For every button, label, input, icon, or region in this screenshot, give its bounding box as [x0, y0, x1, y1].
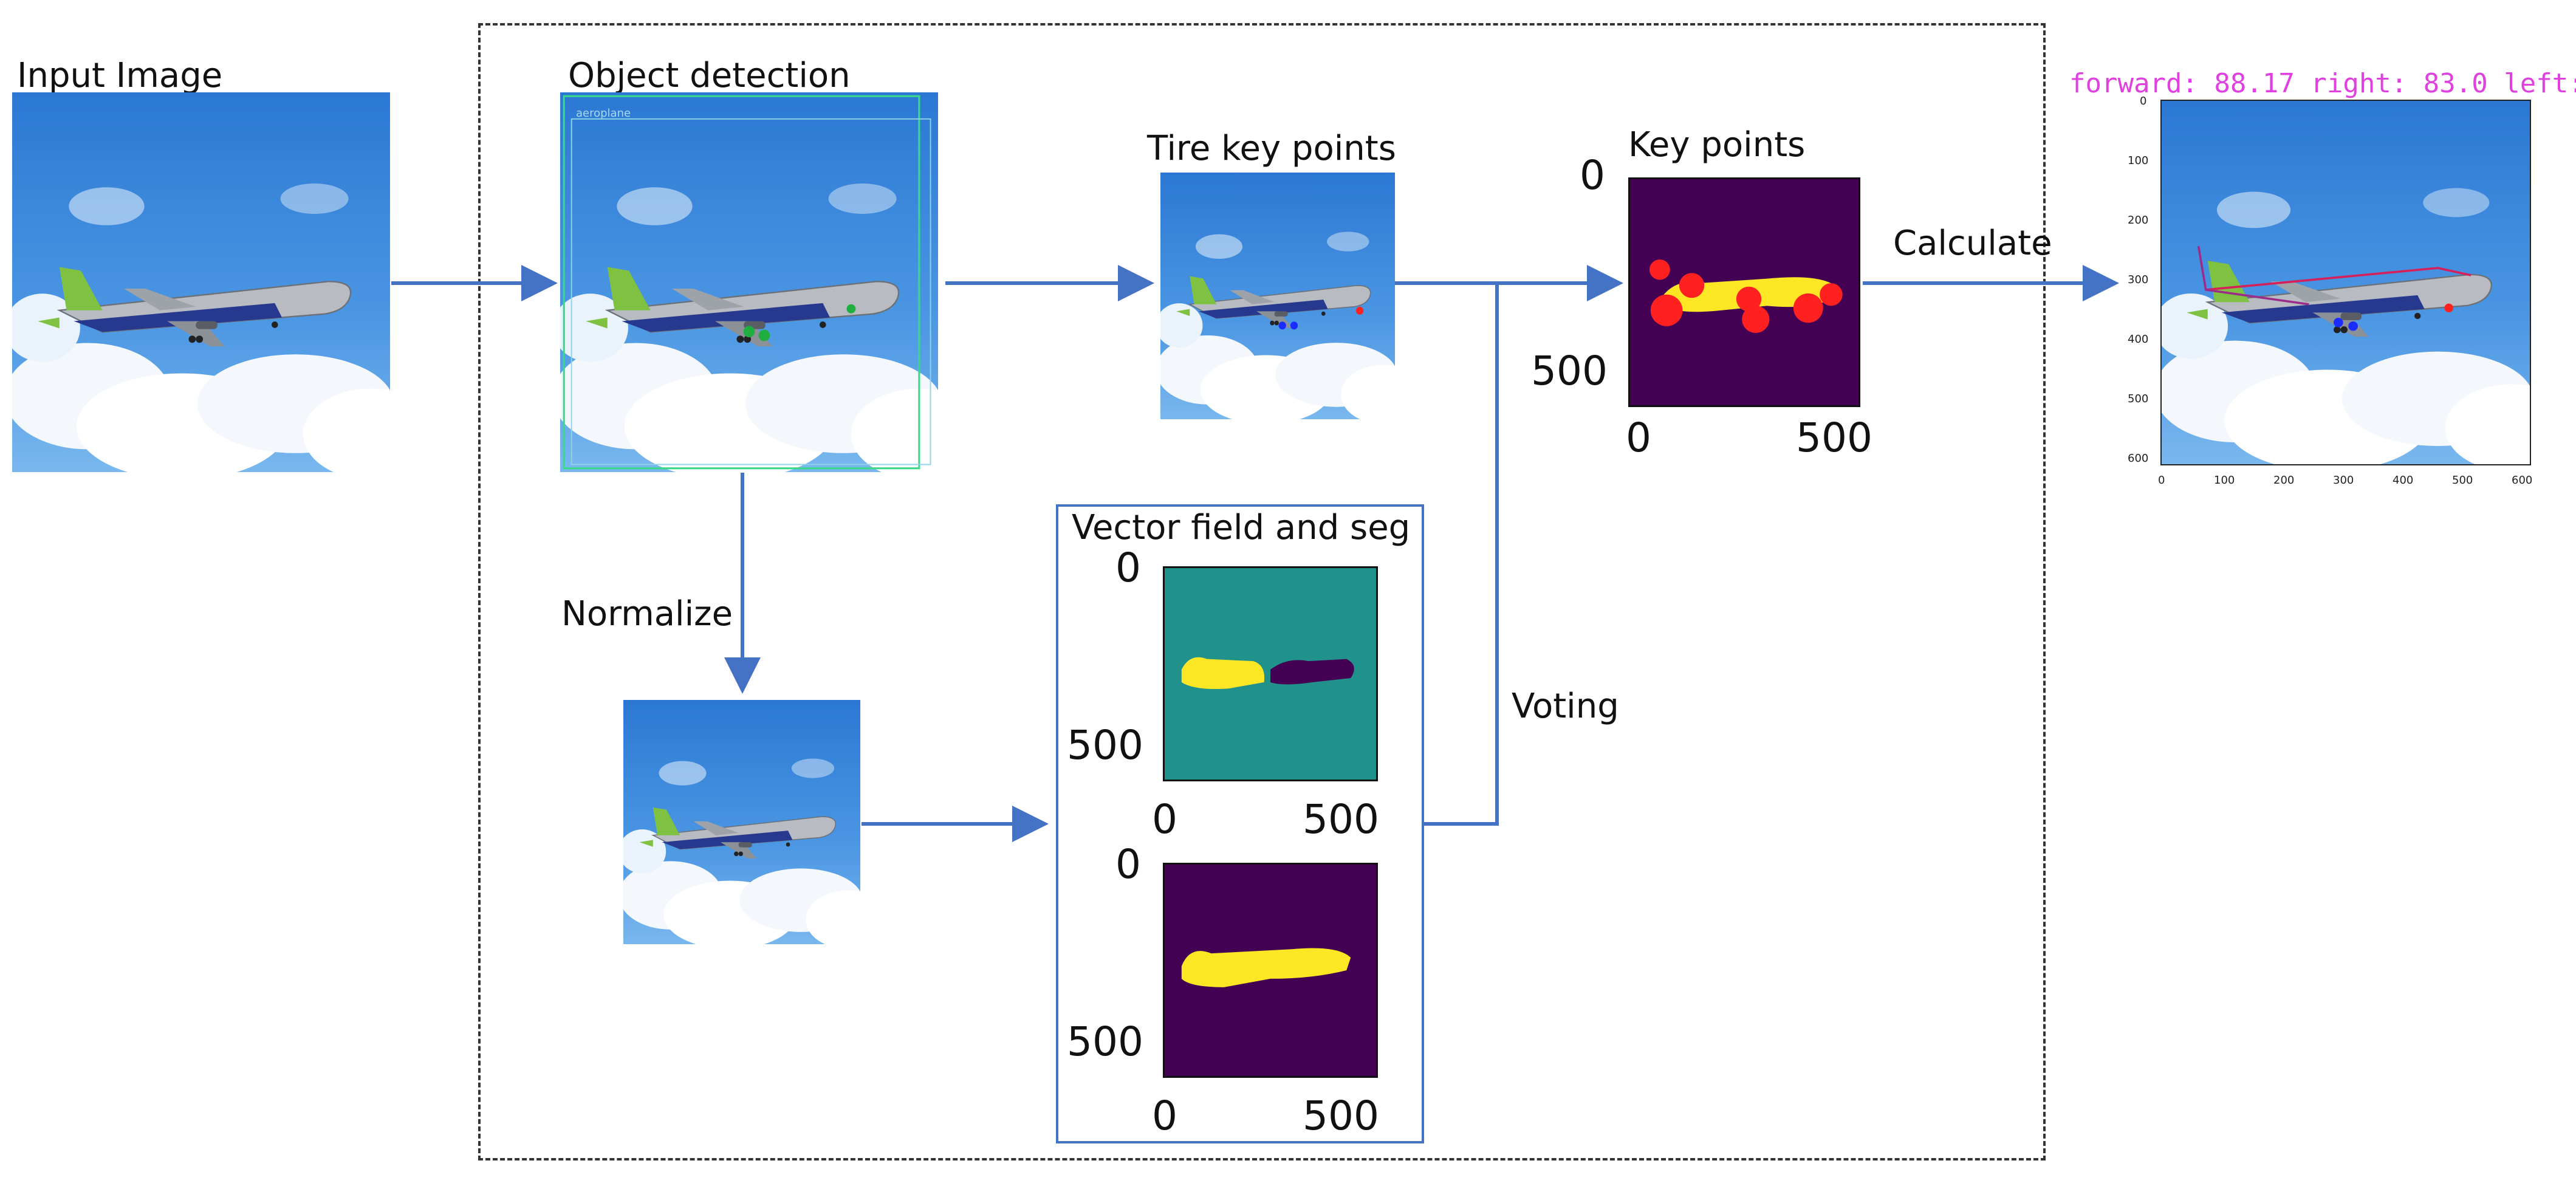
result-ytick-300: 300 — [2128, 273, 2149, 286]
result-caption: forward: 88.17 right: 83.0 left: 87.8 — [2069, 68, 2576, 99]
vector-field-xtick-500: 500 — [1303, 796, 1379, 843]
vector-field-ytick-0: 0 — [1115, 544, 1141, 591]
vector-field-seg-panel — [1056, 504, 1424, 1143]
keypoint-6 — [1793, 293, 1823, 323]
result-ytick-200: 200 — [2128, 214, 2149, 227]
vector-field-seg-label: Vector field and seg — [1072, 508, 1411, 547]
detection-class-tag: aeroplane — [576, 107, 631, 120]
voting-label: Voting — [1512, 687, 1619, 726]
key-points-label: Key points — [1628, 125, 1806, 165]
keypoints-ytick-500: 500 — [1531, 348, 1608, 394]
segmentation-plot-axes — [1163, 863, 1378, 1078]
result-xtick-600: 600 — [2512, 474, 2533, 487]
vector-field-plot-axes — [1163, 566, 1378, 781]
keypoints-xtick-500: 500 — [1796, 414, 1872, 461]
vector-field-ytick-500: 500 — [1067, 722, 1143, 769]
keypoints-ytick-0: 0 — [1580, 152, 1605, 199]
keypoint-5 — [1742, 306, 1770, 333]
result-xtick-100: 100 — [2214, 474, 2235, 487]
result-xtick-400: 400 — [2393, 474, 2414, 487]
input-image-label: Input Image — [17, 56, 223, 95]
result-ytick-600: 600 — [2128, 452, 2149, 465]
calculate-label: Calculate — [1893, 224, 2052, 263]
pipeline-dashed-border — [478, 23, 2046, 1160]
result-ytick-400: 400 — [2128, 333, 2149, 346]
tire-keypoints-image — [1160, 173, 1395, 419]
result-image — [2160, 100, 2531, 465]
keypoint-2 — [1679, 273, 1705, 298]
keypoint-3 — [1650, 294, 1683, 326]
result-ytick-500: 500 — [2128, 392, 2149, 405]
keypoints-xtick-0: 0 — [1626, 414, 1651, 461]
detection-image: aeroplane — [560, 92, 938, 472]
object-detection-label: Object detection — [568, 56, 851, 95]
segmentation-xtick-500: 500 — [1303, 1092, 1379, 1139]
segmentation-ytick-0: 0 — [1115, 841, 1141, 888]
result-ytick-0: 0 — [2140, 95, 2147, 108]
result-xtick-500: 500 — [2452, 474, 2473, 487]
keypoint-7 — [1820, 283, 1843, 306]
keypoints-plot-axes — [1628, 177, 1860, 407]
vector-field-xtick-0: 0 — [1152, 796, 1177, 843]
result-xtick-200: 200 — [2273, 474, 2295, 487]
segmentation-xtick-0: 0 — [1152, 1092, 1177, 1139]
normalized-image — [623, 700, 860, 944]
result-xtick-300: 300 — [2333, 474, 2354, 487]
tire-key-points-label: Tire key points — [1147, 129, 1396, 168]
result-ytick-100: 100 — [2128, 154, 2149, 167]
segmentation-ytick-500: 500 — [1067, 1018, 1143, 1065]
keypoint-4 — [1736, 286, 1762, 312]
result-xtick-0: 0 — [2158, 474, 2165, 487]
keypoint-1 — [1649, 259, 1670, 280]
normalize-label: Normalize — [561, 594, 733, 634]
input-image — [12, 92, 390, 472]
